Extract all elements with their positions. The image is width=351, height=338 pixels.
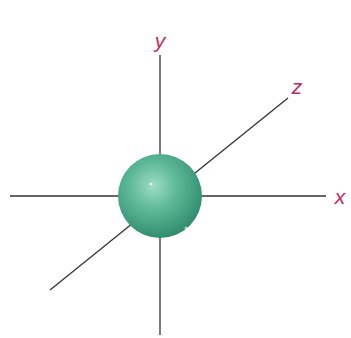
z-axis bbox=[50, 98, 288, 290]
axis-label: y bbox=[155, 30, 166, 51]
highlight bbox=[185, 227, 188, 230]
s-orbital-sphere bbox=[118, 154, 202, 238]
axis-label: z bbox=[292, 76, 303, 97]
axis-label: x bbox=[335, 186, 346, 207]
highlight bbox=[150, 183, 153, 186]
